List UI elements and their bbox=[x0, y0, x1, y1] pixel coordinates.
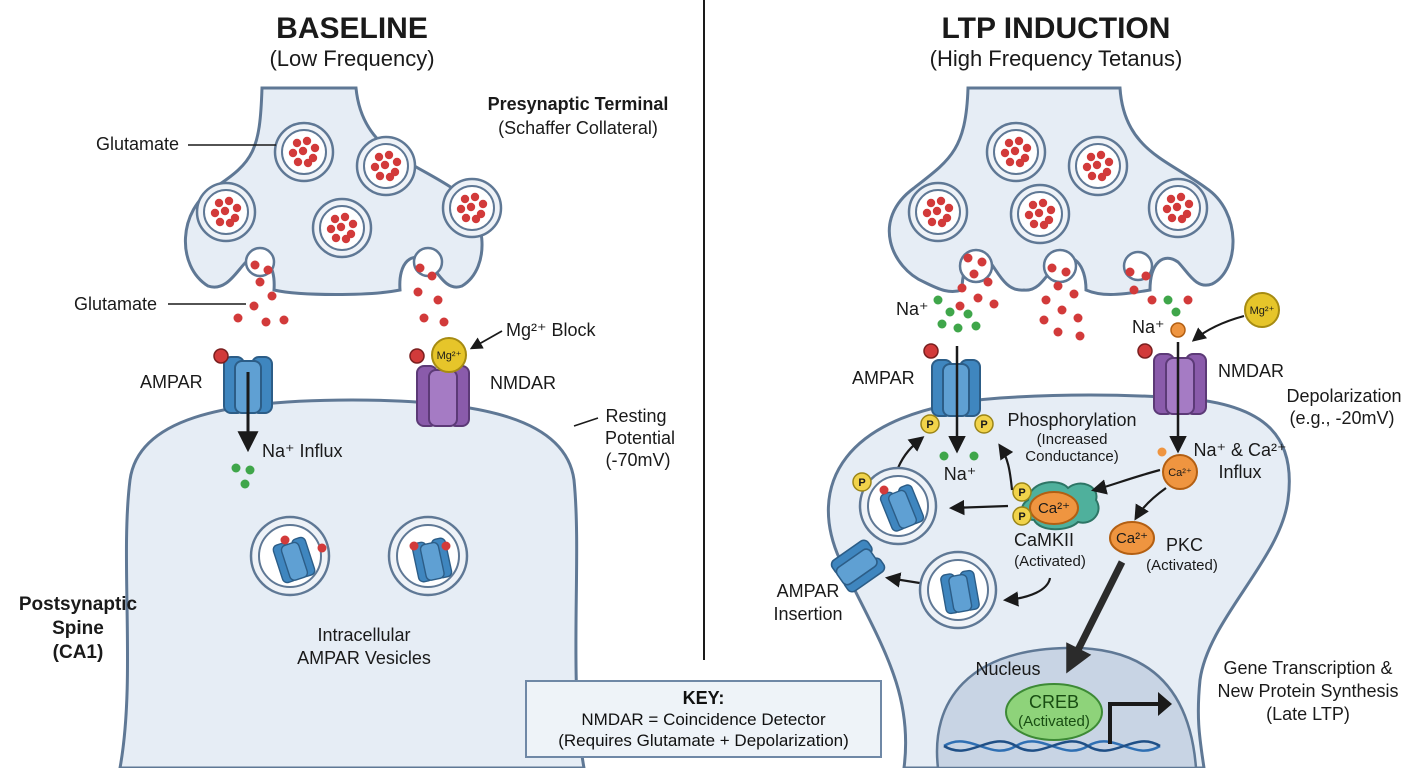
baseline-nmdar-receptor bbox=[416, 365, 470, 427]
na-left-label: Na⁺ bbox=[896, 299, 929, 319]
baseline-title: BASELINE bbox=[276, 12, 428, 45]
key-line: (Requires Glutamate + Depolarization) bbox=[558, 731, 849, 750]
baseline-vesicle bbox=[355, 135, 417, 197]
baseline-glutamate-cleft bbox=[233, 260, 449, 327]
baseline-vesicle bbox=[195, 181, 257, 243]
intracellular-vesicle bbox=[249, 515, 331, 597]
glutamate-bound bbox=[1137, 343, 1153, 359]
glutamate-vesicle-label: Glutamate bbox=[96, 134, 179, 154]
svg-text:P: P bbox=[1018, 487, 1025, 499]
phosphate-group: P bbox=[974, 414, 994, 434]
ampar-insertion-label: Insertion bbox=[773, 604, 842, 624]
ltp-nmdar-label: NMDAR bbox=[1218, 361, 1284, 381]
resting-potential-label: Potential bbox=[605, 428, 675, 448]
svg-text:P: P bbox=[926, 419, 933, 431]
postsynaptic-label: Postsynaptic bbox=[19, 594, 138, 615]
ltp-panel: LTP INDUCTION (High Frequency Tetanus) bbox=[773, 12, 1402, 768]
presynaptic-title: Presynaptic Terminal bbox=[488, 94, 669, 114]
ltp-mg-ion-label: Mg²⁺ bbox=[1250, 305, 1275, 317]
pkc-ca-label: Ca²⁺ bbox=[1116, 530, 1148, 547]
glutamate-bound bbox=[213, 348, 229, 364]
phosphorylation-label: Conductance) bbox=[1025, 448, 1118, 465]
intracellular-vesicle bbox=[387, 515, 469, 597]
baseline-ampar-label: AMPAR bbox=[140, 372, 203, 392]
baseline-mg-ion bbox=[431, 337, 467, 373]
key-line: NMDAR = Coincidence Detector bbox=[581, 710, 826, 729]
depolarization-label: Depolarization bbox=[1286, 386, 1401, 406]
creb-label: (Activated) bbox=[1018, 713, 1090, 730]
ltp-ca-ion bbox=[1170, 322, 1186, 338]
svg-text:P: P bbox=[858, 477, 865, 489]
baseline-vesicle bbox=[441, 177, 503, 239]
ltp-vesicle bbox=[1147, 177, 1209, 239]
presynaptic-sub: (Schaffer Collateral) bbox=[498, 118, 658, 138]
glutamate-cleft-label: Glutamate bbox=[74, 294, 157, 314]
glutamate-bound bbox=[923, 343, 939, 359]
trafficking-vesicle bbox=[918, 550, 998, 630]
baseline-postsynaptic-spine bbox=[118, 398, 586, 768]
ca-ion bbox=[1162, 454, 1198, 490]
pkc-label: (Activated) bbox=[1146, 557, 1218, 574]
gene-transcription-label: (Late LTP) bbox=[1266, 704, 1350, 724]
ltp-mg-ion bbox=[1244, 292, 1280, 328]
ltp-sodium-extracellular bbox=[933, 295, 1181, 333]
ltp-title: LTP INDUCTION bbox=[942, 12, 1171, 45]
transcription-start-icon bbox=[1108, 702, 1158, 744]
camkii-label: (Activated) bbox=[1014, 553, 1086, 570]
ca-ion-label: Ca²⁺ bbox=[1168, 467, 1192, 479]
svg-text:P: P bbox=[980, 419, 987, 431]
pkc-protein bbox=[1109, 521, 1155, 555]
creb-label: CREB bbox=[1029, 692, 1079, 712]
naca-influx-label: Influx bbox=[1218, 462, 1261, 482]
baseline-subtitle: (Low Frequency) bbox=[269, 46, 434, 71]
dna-helix-icon bbox=[943, 740, 1161, 752]
svg-text:P: P bbox=[1018, 511, 1025, 523]
na-influx-label: Na⁺ Influx bbox=[262, 441, 343, 461]
vesicles-label: AMPAR Vesicles bbox=[297, 648, 431, 668]
pkc-to-nucleus-arrow bbox=[1066, 560, 1126, 674]
postsynaptic-label: Spine bbox=[52, 618, 104, 639]
baseline-panel: BASELINE (Low Frequency) Mg²⁺ bbox=[19, 12, 675, 768]
glutamate-bound bbox=[409, 348, 425, 364]
camkii-label: CaMKII bbox=[1014, 530, 1074, 550]
ltp-vesicle bbox=[1067, 135, 1129, 197]
phosphate-group: P bbox=[920, 414, 940, 434]
creb-protein bbox=[1005, 683, 1103, 741]
ltp-glutamate-cleft bbox=[955, 253, 1193, 341]
phosphorylation-label: (Increased bbox=[1037, 431, 1108, 448]
nucleus-label: Nucleus bbox=[975, 659, 1040, 679]
gene-transcription-label: New Protein Synthesis bbox=[1217, 681, 1398, 701]
na-right-label: Na⁺ bbox=[1132, 317, 1165, 337]
depolarization-label: (e.g., -20mV) bbox=[1289, 408, 1394, 428]
na-inside-label: Na⁺ bbox=[944, 464, 977, 484]
ltp-ampar-label: AMPAR bbox=[852, 368, 915, 388]
baseline-nmdar-label: NMDAR bbox=[490, 373, 556, 393]
ltp-vesicle bbox=[1009, 183, 1071, 245]
mg-block-label: Mg²⁺ Block bbox=[506, 320, 597, 340]
resting-potential-label: (-70mV) bbox=[605, 450, 670, 470]
gene-transcription-label: Gene Transcription & bbox=[1223, 658, 1392, 678]
camkii-complex: Ca²⁺ P P bbox=[1012, 481, 1100, 531]
ltp-nmdar-receptor bbox=[1153, 353, 1207, 415]
vesicles-label: Intracellular bbox=[317, 625, 410, 645]
resting-potential-label: Resting bbox=[605, 406, 666, 426]
postsynaptic-label: (CA1) bbox=[53, 642, 104, 663]
ltp-vesicle bbox=[907, 181, 969, 243]
baseline-sodium-ions bbox=[231, 463, 255, 489]
camkii-ca-label: Ca²⁺ bbox=[1038, 500, 1070, 517]
ampar-insertion-label: AMPAR bbox=[777, 581, 840, 601]
phosphorylation-label: Phosphorylation bbox=[1007, 410, 1136, 430]
pkc-label: PKC bbox=[1166, 535, 1203, 555]
ltp-subtitle: (High Frequency Tetanus) bbox=[930, 46, 1183, 71]
ltp-vesicle bbox=[985, 121, 1047, 183]
key-box: KEY: NMDAR = Coincidence Detector (Requi… bbox=[525, 680, 882, 758]
baseline-vesicle bbox=[311, 197, 373, 259]
baseline-mg-ion-label: Mg²⁺ bbox=[437, 350, 462, 362]
baseline-vesicle bbox=[273, 121, 335, 183]
ltp-sodium-intracellular bbox=[939, 451, 979, 461]
naca-influx-label: Na⁺ & Ca²⁺ bbox=[1193, 440, 1286, 460]
key-title: KEY: bbox=[682, 688, 725, 708]
recycling-vesicle: P bbox=[852, 466, 938, 546]
